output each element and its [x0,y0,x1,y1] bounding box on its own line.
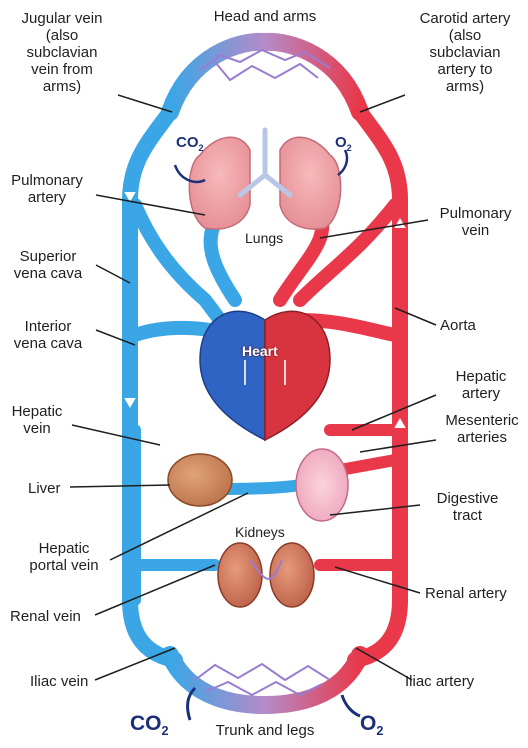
label-renal-vein: Renal vein [10,608,81,625]
head-capillary-bed [170,42,360,112]
label-carotid-artery: Carotid artery (also subclavian artery t… [405,10,525,95]
co2-label-bottom: CO2 [130,712,169,738]
kidneys-organ [218,543,314,607]
label-inferior-vena-cava: Interior vena cava [2,318,94,352]
o2-label-top: O2 [335,134,352,153]
label-kidneys: Kidneys [235,524,285,540]
label-aorta: Aorta [440,317,476,334]
o2-label-bottom: O2 [360,712,383,738]
lungs-organ [189,130,340,229]
label-hepatic-vein: Hepatic vein [2,403,72,437]
carotid-artery-vessel [355,112,400,660]
label-trunk-and-legs: Trunk and legs [190,722,340,739]
co2-label-top: CO2 [176,134,204,153]
trunk-capillary-bed [170,655,360,705]
digestive-tract-organ [296,449,348,521]
label-pulmonary-vein: Pulmonary vein [428,205,523,239]
label-mesenteric-arteries: Mesenteric arteries [436,412,528,446]
o2-arrow-bottom [342,695,360,716]
label-hepatic-portal-vein: Hepatic portal vein [14,540,114,574]
label-digestive-tract: Digestive tract [420,490,515,524]
label-iliac-vein: Iliac vein [30,673,88,690]
label-iliac-artery: Iliac artery [405,673,474,690]
label-head-and-arms: Head and arms [190,8,340,25]
liver-organ [168,454,232,506]
label-lungs: Lungs [245,230,283,246]
heart-organ [200,311,330,440]
label-jugular-vein: Jugular vein (also subclavian vein from … [2,10,122,95]
label-liver: Liver [28,480,61,497]
label-pulmonary-artery: Pulmonary artery [2,172,92,206]
label-superior-vena-cava: Superior vena cava [2,248,94,282]
inferior-vena-cava-vessel [135,328,210,335]
label-hepatic-artery: Hepatic artery [436,368,526,402]
label-renal-artery: Renal artery [425,585,507,602]
label-heart: Heart [242,343,278,359]
